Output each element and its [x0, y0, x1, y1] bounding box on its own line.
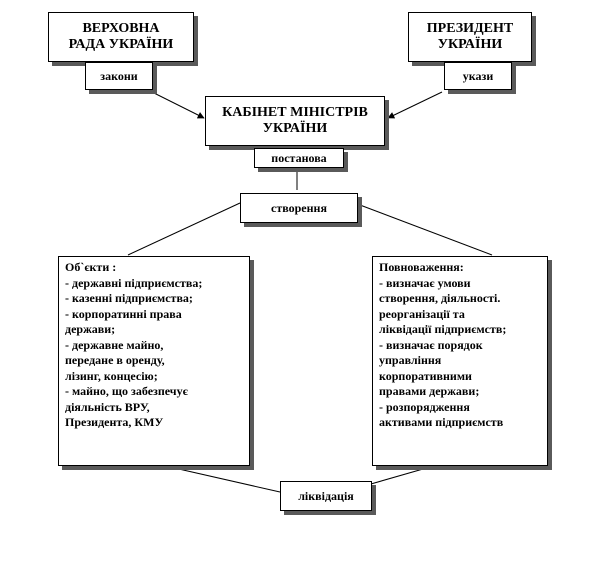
objects-line-3: - казенні підприємства;: [65, 291, 193, 305]
prezydent-line-1: ПРЕЗИДЕНТ: [426, 21, 514, 36]
powers-line-5: ліквідації підприємств;: [379, 322, 507, 336]
objects-line-11: Президента, КМУ: [65, 415, 164, 429]
line-objects-to-likvidatsiia: [169, 466, 281, 493]
kabinet-ministriv-box: КАБІНЕТ МІНІСТРІВ УКРАЇНИ: [205, 96, 385, 146]
line-stvorennia-to-objects: [127, 202, 241, 256]
arrow-ukazy-to-kabinet: [387, 91, 443, 119]
powers-line-9: правами держави;: [379, 384, 480, 398]
objects-line-6: - державне майно,: [65, 337, 164, 352]
verkhovna-rada-box: ВЕРХОВНА РАДА УКРАЇНИ: [48, 12, 194, 62]
powers-line-10: - розпорядження: [379, 399, 470, 414]
powers-line-6: - визначає порядок: [379, 337, 483, 352]
powers-line-11: активами підприємств: [379, 415, 504, 429]
powers-line-3: створення, діяльності.: [379, 291, 501, 305]
likvidatsiia-box: ліквідація: [280, 481, 372, 511]
powers-line-8: корпоративними: [379, 368, 472, 383]
likvidatsiia-label: ліквідація: [298, 488, 354, 503]
objects-line-5: держави;: [65, 322, 116, 336]
powers-line-1: Повноваження:: [379, 260, 464, 274]
objects-line-8: лізинг, концесію;: [65, 368, 158, 383]
kabinet-line-1: КАБІНЕТ МІНІСТРІВ: [222, 105, 368, 120]
postanova-label: постанова: [271, 150, 327, 165]
powers-box: Повноваження: - визначає умови створення…: [372, 256, 548, 466]
objects-box: Об`єкти : - державні підприємства; - каз…: [58, 256, 250, 466]
powers-line-4: реорганізації та: [379, 306, 465, 321]
ukazy-box: укази: [444, 62, 512, 90]
verkhovna-rada-line-1: ВЕРХОВНА: [82, 21, 160, 36]
postanova-box: постанова: [254, 148, 344, 168]
objects-line-2: - державні підприємства;: [65, 275, 203, 290]
stvorennia-label: створення: [271, 200, 327, 215]
objects-line-10: діяльність ВРУ,: [65, 399, 150, 414]
stvorennia-box: створення: [240, 193, 358, 223]
powers-line-7: управління: [379, 353, 442, 367]
zakony-box: закони: [85, 62, 153, 90]
line-stvorennia-to-powers: [359, 204, 493, 256]
arrow-zakony-to-kabinet: [151, 91, 205, 119]
powers-line-2: - визначає умови: [379, 275, 471, 290]
prezydent-box: ПРЕЗИДЕНТ УКРАЇНИ: [408, 12, 532, 62]
zakony-label: закони: [100, 68, 138, 83]
objects-line-4: - корпоратинні права: [65, 306, 182, 321]
objects-line-9: - майно, що забезпечує: [65, 384, 188, 398]
objects-line-7: передане в оренду,: [65, 353, 165, 367]
prezydent-line-2: УКРАЇНИ: [437, 37, 503, 52]
objects-line-1: Об`єкти :: [65, 260, 117, 274]
verkhovna-rada-line-2: РАДА УКРАЇНИ: [68, 37, 174, 52]
kabinet-line-2: УКРАЇНИ: [262, 121, 328, 136]
ukazy-label: укази: [462, 68, 494, 83]
